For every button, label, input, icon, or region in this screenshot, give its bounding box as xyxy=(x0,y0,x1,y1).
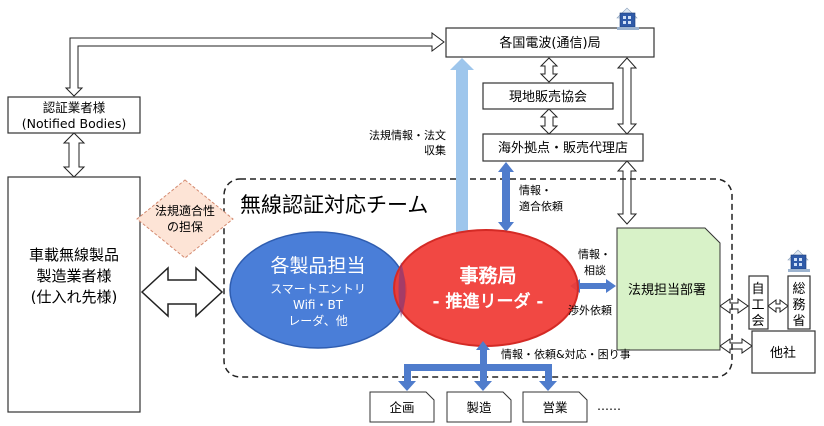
info-bottom-label: 情報・依頼&対応・困り事 xyxy=(501,347,631,361)
arrow-authority-to-overseas xyxy=(616,57,638,135)
dept-planning-label: 企画 xyxy=(389,400,414,415)
law-info-label-2: 収集 xyxy=(424,143,446,157)
law-info-label-1: 法規情報・法文 xyxy=(369,128,446,142)
arrow-legal-to-other xyxy=(719,338,753,354)
arrow-manufacturer-to-team xyxy=(140,266,224,318)
arrow-bottom-departments xyxy=(398,341,557,391)
ministry-label-1: 総 xyxy=(792,282,805,297)
info-request-label-2: 適合依頼 xyxy=(519,199,563,213)
manufacturer-label-2: 製造業者様 xyxy=(36,267,111,285)
arrow-notified-to-manufacturer xyxy=(62,132,86,178)
jikokai-label-3: 会 xyxy=(751,314,764,329)
dept-manufacturing-box xyxy=(446,391,512,423)
arrow-jikokai-to-ministry xyxy=(767,299,789,313)
legal-dept-label: 法規担当部署 xyxy=(628,283,706,298)
info-consult-label-1: 情報・ xyxy=(578,248,611,261)
product-lead-item-2: Wifi・BT xyxy=(293,298,344,312)
team-container xyxy=(223,178,733,378)
arrow-secretariat-overseas xyxy=(498,162,514,232)
arrow-law-info-collection xyxy=(450,58,474,232)
other-company-box xyxy=(751,330,816,374)
ministry-label-3: 省 xyxy=(792,314,805,329)
info-consult-label-2: 相談 xyxy=(584,263,606,277)
arrow-overseas-to-legal xyxy=(616,160,638,225)
notified-bodies-label-1: 認証業者様 xyxy=(43,100,106,115)
arrow-secretariat-legal xyxy=(570,279,616,293)
local-sales-assoc-box xyxy=(482,82,614,110)
secretariat-ellipse xyxy=(393,229,579,347)
team-title: 無線認証対応チーム xyxy=(240,193,428,217)
legal-dept-box xyxy=(616,227,721,351)
secretariat-label-2: - 推進リーダ - xyxy=(433,291,544,312)
info-request-label-1: 情報・ xyxy=(519,184,552,197)
arrow-sales-assoc-to-overseas xyxy=(539,108,559,135)
radio-authority-label: 各国電波(通信)局 xyxy=(499,35,600,51)
building-icon xyxy=(616,7,639,30)
product-lead-item-1: スマートエントリ xyxy=(270,282,366,296)
manufacturer-label-3: (仕入れ先様) xyxy=(31,288,118,306)
compliance-label-1: 法規適合性 xyxy=(155,203,215,218)
dept-sales-box xyxy=(522,391,588,423)
secretariat-label-1: 事務局 xyxy=(459,264,516,287)
jikokai-label-1: 自 xyxy=(751,282,764,297)
building-icon xyxy=(787,249,810,272)
dept-more-label: …… xyxy=(597,399,621,413)
product-lead-item-3: レーダ、他 xyxy=(288,313,347,328)
ministry-label-2: 務 xyxy=(792,298,805,313)
dept-sales-label: 営業 xyxy=(542,400,568,415)
ellipse-overlap xyxy=(398,262,406,318)
jikokai-label-2: 工 xyxy=(751,298,764,313)
notified-bodies-label-2: (Notified Bodies) xyxy=(22,116,126,131)
negotiation-label: 渉外依頼 xyxy=(568,303,612,317)
local-sales-assoc-label: 現地販売協会 xyxy=(509,89,587,105)
dept-manufacturing-label: 製造 xyxy=(466,400,492,415)
manufacturer-label-1: 車載無線製品 xyxy=(29,246,119,264)
ministry-box xyxy=(787,275,811,330)
compliance-diamond xyxy=(136,179,234,259)
arrow-legal-to-jikokai xyxy=(719,298,749,314)
jikokai-box xyxy=(748,275,769,330)
dept-planning-box xyxy=(369,391,435,423)
compliance-label-2: の担保 xyxy=(167,220,203,234)
arrow-notified-to-authority xyxy=(64,32,445,97)
manufacturer-box xyxy=(7,176,141,413)
radio-authority-box xyxy=(445,27,655,58)
notified-bodies-box xyxy=(7,96,141,134)
overseas-base-label: 海外拠点・販売代理店 xyxy=(498,140,628,156)
other-company-label: 他社 xyxy=(770,345,796,361)
product-lead-title: 各製品担当 xyxy=(270,255,365,277)
overseas-base-box xyxy=(482,133,644,162)
arrow-authority-to-sales-assoc xyxy=(539,57,559,83)
